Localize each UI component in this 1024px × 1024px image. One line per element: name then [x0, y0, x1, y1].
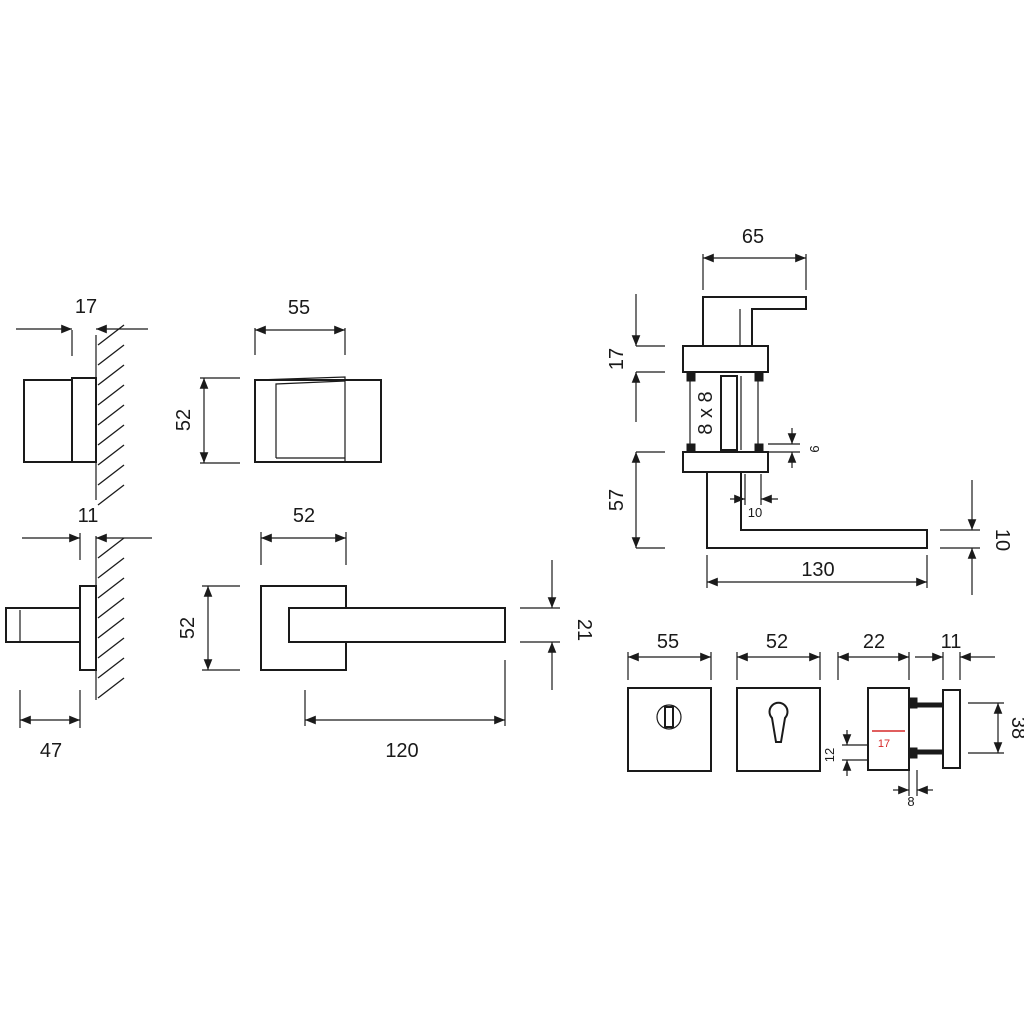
- keyhole-icon: [768, 701, 789, 743]
- wc-turn-icon: [656, 704, 682, 730]
- upper-rose: [682, 345, 769, 373]
- wall-hatching: [97, 324, 125, 506]
- lever-front-view: 52 52 21 120: [177, 505, 595, 762]
- lever-assembly-view: 8 x 8 65 17 9 57 10 130: [606, 226, 1013, 595]
- lower-lever: [706, 471, 928, 549]
- screw-top-right: [754, 372, 764, 382]
- assembly-lever-length-label: 130: [801, 559, 834, 581]
- spindle-label: 8 x 8: [695, 391, 717, 434]
- lever-rose-thickness-label: 11: [78, 505, 99, 527]
- lever-rose-width-label: 52: [293, 505, 315, 527]
- knob-rose: [71, 377, 97, 463]
- wall-hatching-lower: [97, 537, 125, 699]
- rose-side-body: [867, 687, 910, 771]
- lever-height-label: 21: [573, 619, 595, 641]
- highlight-label: 17: [878, 738, 890, 750]
- wc-rose-label: 55: [657, 631, 679, 653]
- knob-width-label: 17: [75, 296, 97, 318]
- lower-height-label: 57: [606, 489, 628, 511]
- spindle: [720, 375, 738, 451]
- depth-label: 22: [863, 631, 885, 653]
- screw-label: 10: [748, 505, 762, 520]
- lever-arm-side: [5, 607, 81, 643]
- knob-rose-label: 55: [288, 297, 310, 319]
- knob-front-view: 55 52: [173, 297, 382, 464]
- rose-side-plate: [942, 689, 961, 769]
- pin-label: 8: [907, 794, 914, 809]
- escutcheon-views: 55 52 17 22 11 38: [627, 631, 1024, 809]
- lower-rose: [682, 451, 769, 473]
- lever-length-label: 120: [385, 740, 418, 762]
- plate-label: 11: [941, 631, 962, 653]
- gap-label: 9: [807, 445, 822, 452]
- lever-rose-height-label: 52: [177, 617, 199, 639]
- rose-height-label: 38: [1007, 717, 1024, 739]
- knob-height-label: 52: [173, 409, 195, 431]
- lever-arm-front: [288, 607, 506, 643]
- knob-body: [23, 379, 73, 463]
- lever-rose-side: [79, 585, 97, 671]
- lever-thickness-label: 10: [991, 529, 1013, 551]
- knob-side-view: 17: [16, 296, 148, 506]
- knob-projection-label: 47: [40, 740, 62, 762]
- offset-label: 12: [822, 748, 837, 762]
- screw-bottom-right: [754, 443, 764, 453]
- cylinder-rose-label: 52: [766, 631, 788, 653]
- screw-bottom-left: [686, 443, 696, 453]
- lever-side-view: 11 47: [5, 505, 152, 762]
- screw-top-left: [686, 372, 696, 382]
- upper-rose-label: 17: [606, 348, 628, 370]
- assembly-rose-label: 65: [742, 226, 764, 248]
- knob-rose-front: [254, 379, 382, 463]
- upper-lever: [702, 296, 807, 347]
